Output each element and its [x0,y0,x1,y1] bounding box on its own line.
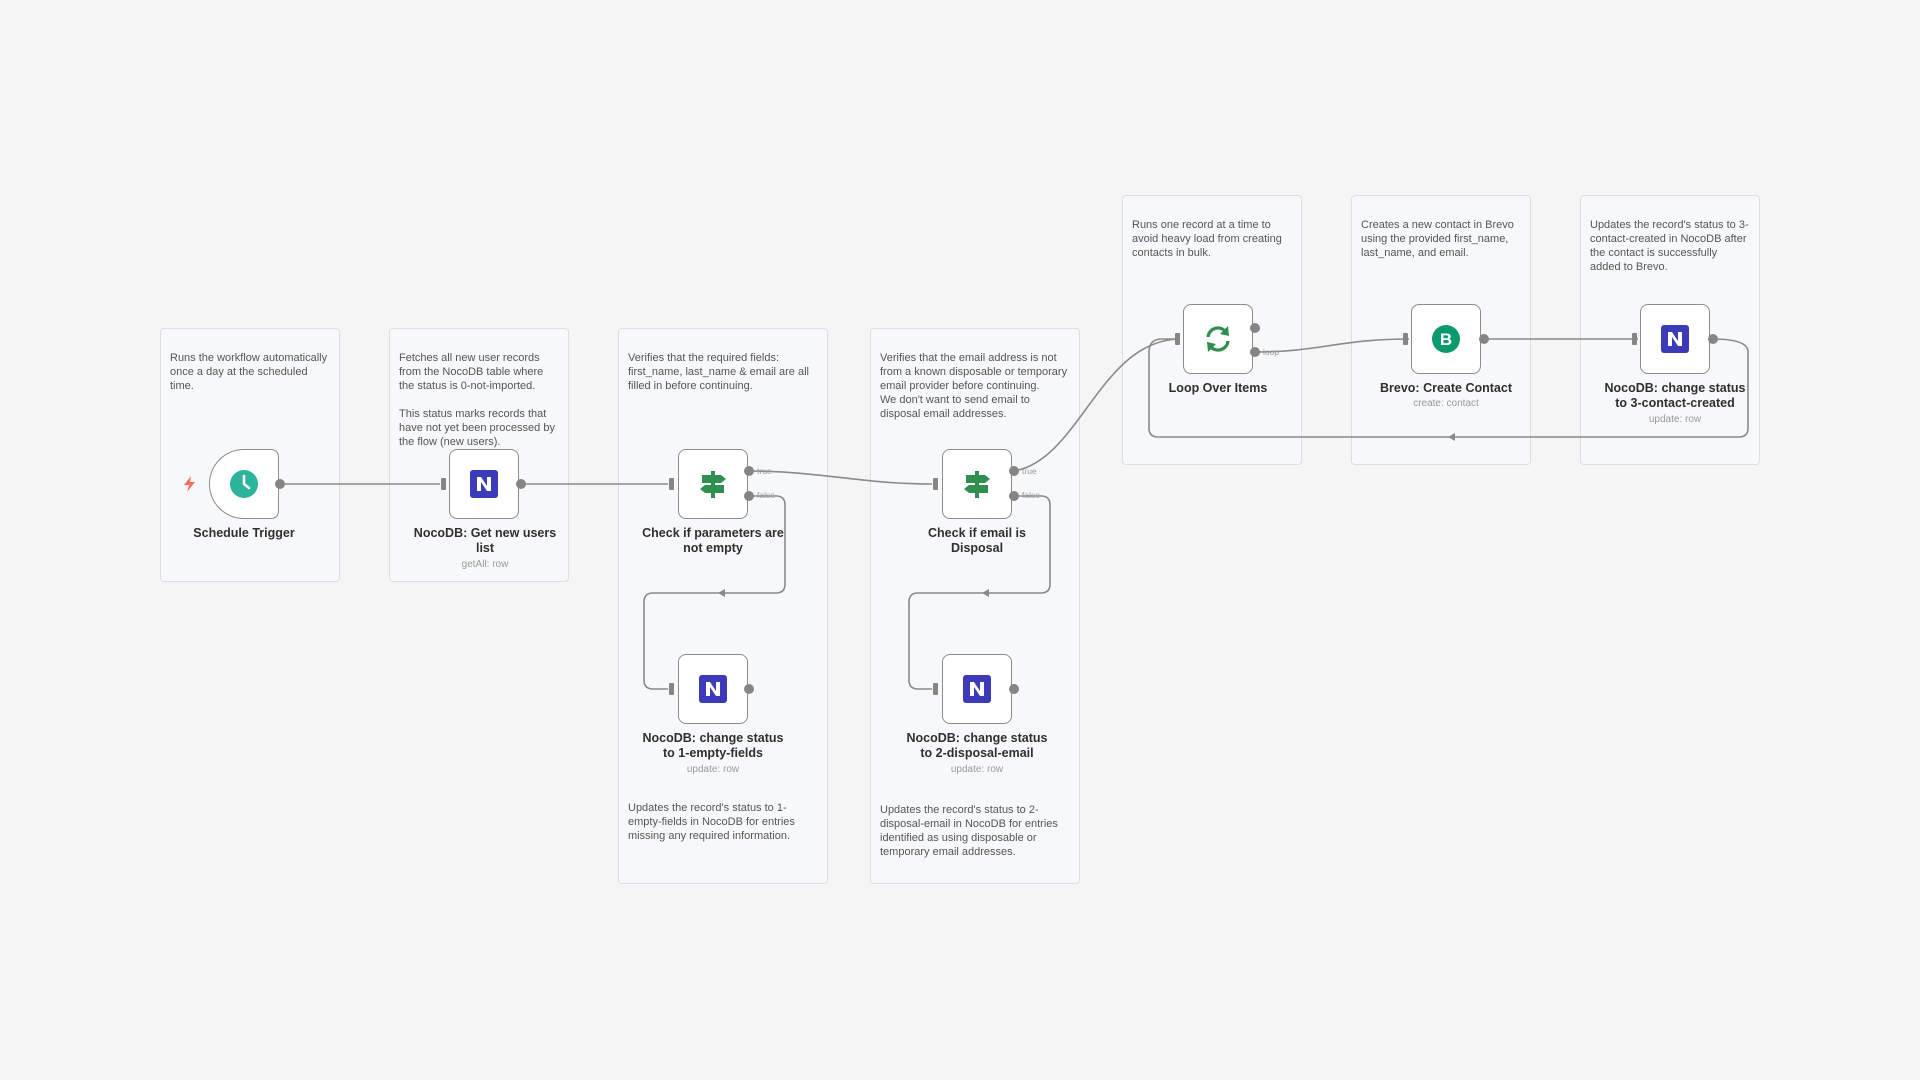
node-title: Check if parameters are not empty [642,526,784,555]
node-subtitle: update: row [1648,414,1702,425]
node-title: Brevo: Create Contact [1380,381,1512,395]
output-port[interactable] [1009,684,1019,694]
input-port[interactable] [933,478,938,490]
node-title: Check if email is Disposal [928,526,1026,555]
brevo-icon: B [1432,325,1460,353]
clock-icon [230,470,258,498]
port-label-false: false [1022,490,1040,500]
node-subtitle: update: row [686,764,740,775]
output-port[interactable] [1708,334,1718,344]
sticky-note-text: Runs the workflow automatically once a d… [170,352,328,392]
connection-params-true-to-check-email [748,470,933,485]
node-nocodb-status-disposal-email[interactable] [942,654,1012,724]
sticky-note-text: Updates the record's status to 3-contact… [1590,219,1749,273]
nocodb-icon [699,675,727,703]
node-title: NocoDB: change status to 3-contact-creat… [1604,381,1746,410]
node-subtitle: getAll: row [461,559,509,570]
loop-icon [1206,326,1230,352]
input-port[interactable] [1632,333,1637,345]
port-label-loop: loop [1263,347,1280,357]
node-check-parameters[interactable] [678,449,748,519]
input-port[interactable] [441,478,446,490]
output-port-true[interactable] [1009,466,1019,476]
node-check-email-disposal[interactable] [942,449,1012,519]
node-subtitle: update: row [950,764,1004,775]
node-nocodb-get-users[interactable] [449,449,519,519]
node-nocodb-status-empty-fields[interactable] [678,654,748,724]
node-title: NocoDB: Get new users list [413,526,557,555]
input-port[interactable] [669,478,674,490]
sticky-note-text: Verifies that the required fields: first… [628,352,809,392]
node-title: Schedule Trigger [193,526,295,540]
trigger-bolt-icon [184,476,195,492]
output-port[interactable] [1479,334,1489,344]
connection-email-false-to-status-disposal [908,495,1051,690]
sticky-note-check-email[interactable]: Verifies that the email address is not f… [870,328,1080,884]
sticky-note-check-params[interactable]: Verifies that the required fields: first… [618,328,828,884]
port-label-true: true [757,466,772,476]
node-title: Loop Over Items [1168,381,1268,395]
output-port-false[interactable] [744,491,754,501]
nocodb-icon [963,675,991,703]
connection-status-created-back-to-loop [1148,338,1749,438]
sticky-note-text: Creates a new contact in Brevo using the… [1361,219,1514,259]
node-brevo-create-contact[interactable]: B [1411,304,1481,374]
output-port-false[interactable] [1009,491,1019,501]
node-subtitle: create: contact [1413,398,1479,409]
sticky-note-schedule[interactable]: Runs the workflow automatically once a d… [160,328,340,582]
port-label-false: false [757,490,775,500]
node-schedule-trigger[interactable] [209,449,279,519]
input-port[interactable] [1175,333,1180,345]
output-port[interactable] [275,479,285,489]
input-port[interactable] [933,683,938,695]
input-port[interactable] [1403,333,1408,345]
if-signpost-icon [700,471,726,498]
connection-params-false-to-status-empty [643,495,786,690]
node-loop-over-items[interactable] [1183,304,1253,374]
sticky-note-text: Verifies that the email address is not f… [880,352,1068,420]
input-port[interactable] [669,683,674,695]
sticky-note-text: Fetches all new user records from the No… [399,352,555,448]
node-title: NocoDB: change status to 2-disposal-emai… [906,731,1048,760]
sticky-note-text-bottom: Updates the record's status to 2-disposa… [880,804,1058,858]
output-port-done[interactable] [1250,323,1260,333]
sticky-note-text: Runs one record at a time to avoid heavy… [1132,219,1282,259]
port-label-true: true [1022,466,1037,476]
output-port[interactable] [744,684,754,694]
if-signpost-icon [964,471,990,498]
nocodb-icon [1661,325,1689,353]
node-title: NocoDB: change status to 1-empty-fields [642,731,784,760]
nocodb-icon [470,470,498,498]
svg-text:B: B [1440,330,1452,349]
output-port-true[interactable] [744,466,754,476]
output-port[interactable] [516,479,526,489]
node-nocodb-status-contact-created[interactable] [1640,304,1710,374]
output-port-loop[interactable] [1250,347,1260,357]
sticky-note-text-bottom: Updates the record's status to 1-empty-f… [628,802,795,842]
connection-email-true-to-loop [1013,338,1181,472]
connection-loop-to-brevo [1254,338,1410,353]
